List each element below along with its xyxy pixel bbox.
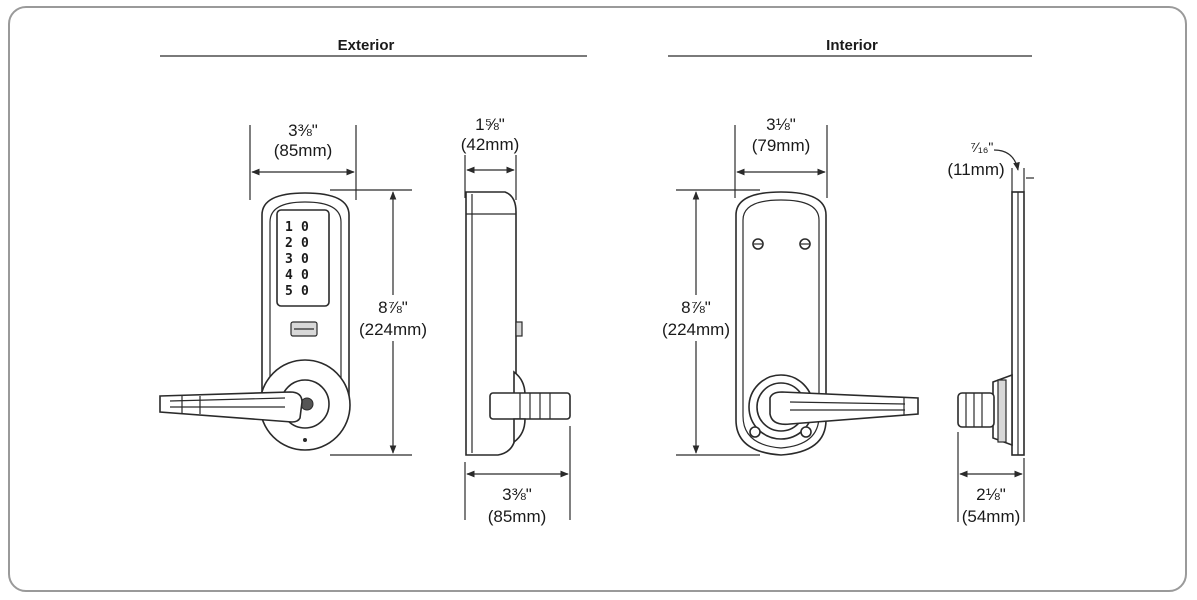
keypad-button-4-zero: 0 <box>301 268 309 283</box>
diagram-frame <box>8 6 1187 592</box>
side-button-icon <box>515 321 523 337</box>
ext-width-imperial: 3⅜" <box>288 121 318 140</box>
keypad-row-5: 5 0 <box>285 284 309 299</box>
keypad-button-3-zero: 0 <box>301 252 309 267</box>
int-height-imperial: 8⅞" <box>681 298 711 317</box>
ext-width-metric: (85mm) <box>274 141 333 160</box>
exterior-side-view: 1⅝" (42mm) 3⅜" (85mm) <box>461 115 571 526</box>
int-width-metric: (79mm) <box>752 136 811 155</box>
side-depth-metric: (42mm) <box>461 135 520 154</box>
int-thickness-leader <box>993 149 1020 171</box>
keypad-row-2: 2 0 <box>285 236 309 251</box>
int-height-metric: (224mm) <box>662 320 730 339</box>
keypad-button-4: 4 <box>285 268 293 283</box>
exterior-title: Exterior <box>338 37 395 54</box>
keypad-row-3: 3 0 <box>285 252 309 267</box>
side-rose-top <box>513 370 526 396</box>
keypad-row-4: 4 0 <box>285 268 309 283</box>
exterior-front-view: 3⅜" (85mm) 8⅞" (224mm) 1 0 2 0 3 0 <box>159 121 427 456</box>
interior-lever <box>769 391 919 426</box>
key-cylinder-icon <box>300 397 314 411</box>
int-projection-imperial: 2⅛" <box>976 485 1006 504</box>
keypad-button-1: 1 <box>285 220 293 235</box>
keypad-button-3: 3 <box>285 252 293 267</box>
keypad-button-5: 5 <box>285 284 293 299</box>
ext-height-metric: (224mm) <box>359 320 427 339</box>
keypad-buttons: 1 0 2 0 3 0 4 0 5 0 <box>285 220 309 299</box>
side-depth-imperial: 1⅝" <box>475 115 505 134</box>
interior-header: Interior <box>668 37 1032 57</box>
keypad-plate <box>276 209 330 307</box>
int-width-imperial: 3⅛" <box>766 115 796 134</box>
int-projection-metric: (54mm) <box>962 507 1021 526</box>
interior-title: Interior <box>826 37 878 54</box>
interior-side-rose-ring <box>997 379 1007 443</box>
side-rose-bottom <box>513 418 526 444</box>
keypad-button-2-zero: 0 <box>301 236 309 251</box>
int-thickness-imperial: ⁷⁄₁₆" <box>971 139 994 155</box>
keypad-row-1: 1 0 <box>285 220 309 235</box>
side-projection-metric: (85mm) <box>488 507 547 526</box>
keypad-button-1-zero: 0 <box>301 220 309 235</box>
exterior-header: Exterior <box>160 37 587 57</box>
exterior-housing-inner <box>269 201 342 389</box>
tailpiece-screw-icon <box>303 438 307 442</box>
side-projection-imperial: 3⅜" <box>502 485 532 504</box>
interior-side-lever <box>957 392 995 428</box>
mounting-screw-bottom-right-icon <box>800 426 812 438</box>
interior-front-view: 3⅛" (79mm) 8⅞" (224mm) <box>662 115 919 456</box>
interior-side-view: ⁷⁄₁₆" (11mm) 2⅛" (54mm) <box>947 139 1034 526</box>
mounting-screw-bottom-left-icon <box>749 426 761 438</box>
keypad-button-2: 2 <box>285 236 293 251</box>
int-thickness-metric: (11mm) <box>947 160 1004 179</box>
ext-height-imperial: 8⅞" <box>378 298 408 317</box>
keypad-button-5-zero: 0 <box>301 284 309 299</box>
